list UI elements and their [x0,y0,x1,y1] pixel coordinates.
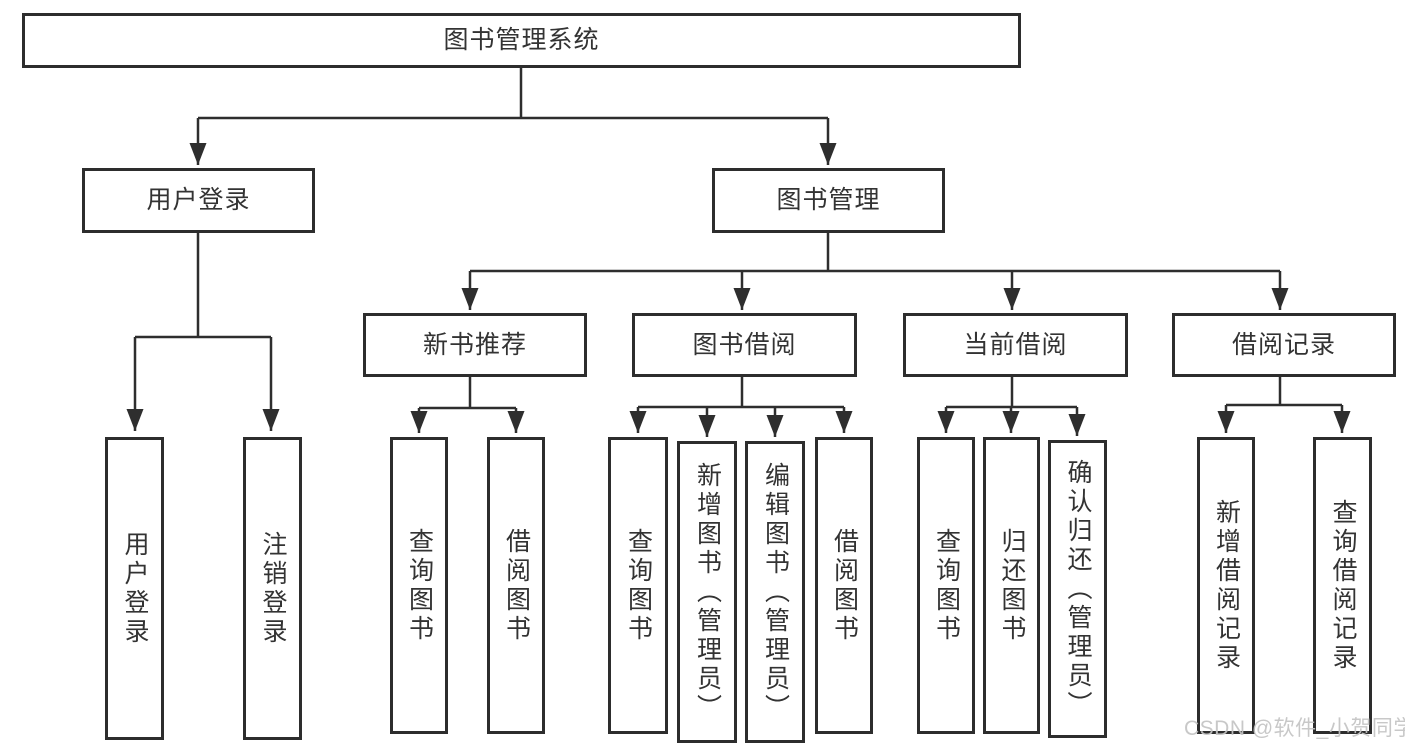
leaf-query-books-1: 查询图书 [390,437,448,734]
node-label: 用户登录 [146,186,251,214]
leaf-label: 借阅图书 [502,527,531,644]
node-current-borrowing: 当前借阅 [903,313,1128,377]
leaf-edit-book-admin: 编辑图书（管理员） [745,441,805,743]
node-new-book-recommend: 新书推荐 [363,313,587,377]
csdn-watermark: CSDN @软件_小贺同学 [1184,717,1405,740]
leaf-label: 用户登录 [121,530,149,647]
node-book-borrowing: 图书借阅 [632,313,857,377]
leaf-query-books-2: 查询图书 [608,437,668,734]
leaf-label: 借阅图书 [830,527,859,644]
node-label: 当前借阅 [963,330,1068,359]
node-user-login-branch: 用户登录 [82,168,315,233]
node-label: 借阅记录 [1231,330,1336,359]
node-borrowing-records: 借阅记录 [1172,313,1396,377]
leaf-query-borrow-record: 查询借阅记录 [1313,437,1372,734]
leaf-label: 确认归还（管理员） [1064,458,1092,720]
leaf-borrow-books-2: 借阅图书 [815,437,873,734]
leaf-label: 归还图书 [998,527,1026,644]
node-label: 新书推荐 [422,330,527,359]
leaf-user-login: 用户登录 [105,437,164,740]
leaf-label: 注销登录 [259,530,287,647]
leaf-label: 查询图书 [932,527,961,644]
leaf-label: 查询借阅记录 [1329,498,1357,673]
leaf-confirm-return-admin: 确认归还（管理员） [1048,440,1107,738]
leaf-label: 新增图书（管理员） [693,461,722,723]
node-label: 图书管理系统 [443,26,600,54]
leaf-return-book: 归还图书 [983,437,1040,734]
leaf-add-borrow-record: 新增借阅记录 [1197,437,1255,734]
node-book-management-branch: 图书管理 [712,168,945,233]
leaf-label: 查询图书 [624,527,653,644]
node-label: 图书管理 [776,186,881,214]
leaf-logout: 注销登录 [243,437,302,740]
leaf-label: 新增借阅记录 [1212,498,1241,673]
leaf-add-book-admin: 新增图书（管理员） [677,441,737,743]
node-label: 图书借阅 [692,330,797,359]
leaf-query-books-3: 查询图书 [917,437,975,734]
leaf-borrow-books-1: 借阅图书 [487,437,545,734]
leaf-label: 查询图书 [405,527,434,644]
leaf-label: 编辑图书（管理员） [761,461,790,723]
node-root-library-system: 图书管理系统 [22,13,1021,68]
